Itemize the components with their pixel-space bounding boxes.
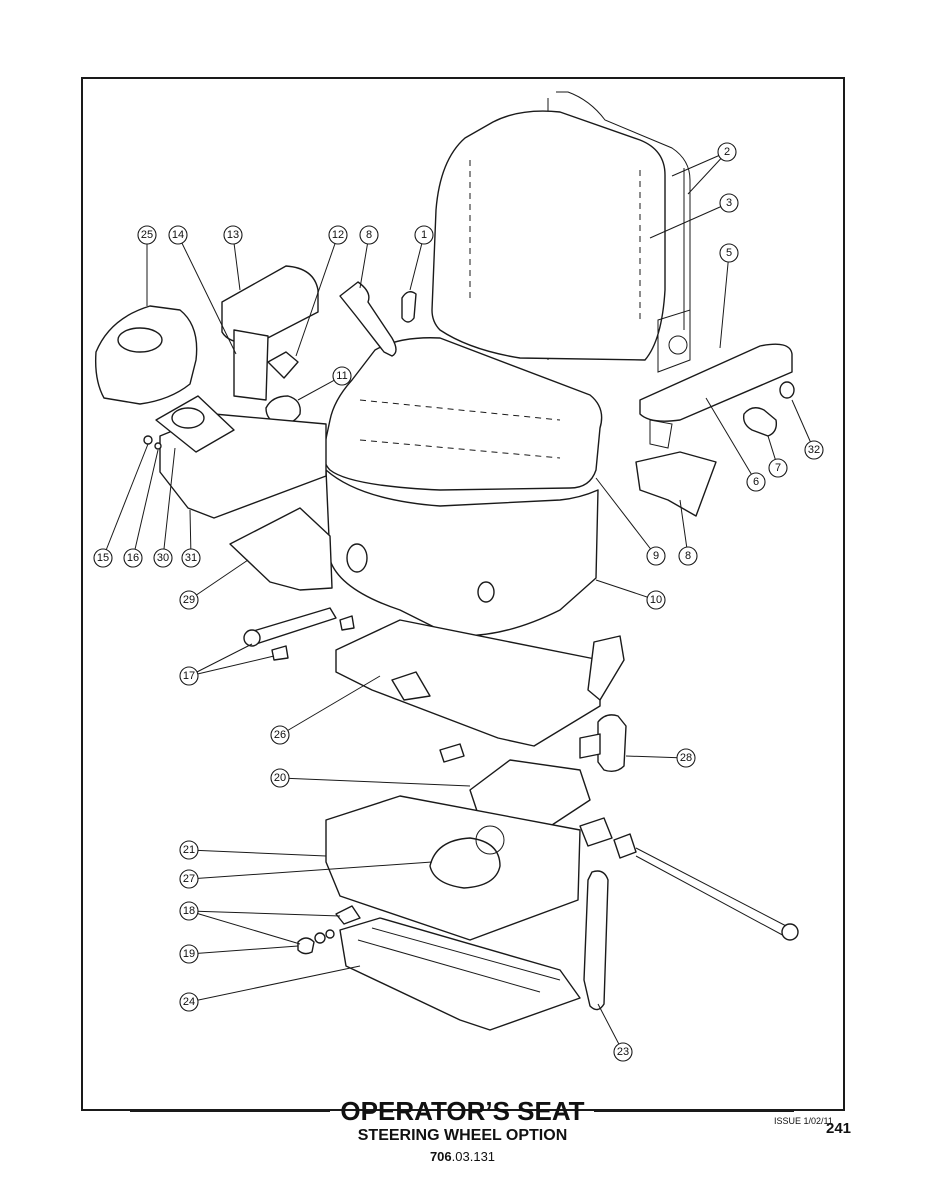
- page-number: 241: [826, 1120, 852, 1137]
- callout-30: 30: [153, 548, 173, 568]
- callout-8-top: 8: [359, 225, 379, 245]
- callout-25: 25: [137, 225, 157, 245]
- callout-6: 6: [746, 472, 766, 492]
- callout-32: 32: [804, 440, 824, 460]
- svg-text:30: 30: [157, 552, 169, 564]
- svg-text:17: 17: [183, 670, 195, 682]
- belt-clip: [401, 291, 417, 323]
- armrest-cap: [779, 381, 795, 399]
- title-rule-left: [130, 1111, 330, 1112]
- issue-label: ISSUE 1/02/11: [774, 1116, 833, 1126]
- exploded-seat-diagram: 1 2 3 5 6 7 8 8 9 10 11 12 13 14 15 16 1…: [93, 91, 824, 1062]
- tie-rod: [579, 817, 613, 847]
- right-armrest: [639, 343, 793, 422]
- seat-belt-tongue: [339, 281, 397, 357]
- svg-text:5: 5: [726, 247, 732, 259]
- mount-bracket: [229, 507, 333, 591]
- svg-text:3: 3: [726, 197, 732, 209]
- svg-text:14: 14: [172, 229, 184, 241]
- svg-text:24: 24: [183, 996, 195, 1008]
- svg-text:32: 32: [808, 444, 820, 456]
- svg-text:16: 16: [127, 552, 139, 564]
- callout-8-bottom: 8: [678, 546, 698, 566]
- callout-14: 14: [168, 225, 188, 245]
- callout-26: 26: [270, 725, 290, 745]
- title-rule-right: [594, 1111, 794, 1112]
- left-armrest-pad: [221, 265, 319, 344]
- callout-31: 31: [181, 548, 201, 568]
- svg-text:27: 27: [183, 873, 195, 885]
- slide-tray: [335, 619, 601, 747]
- svg-text:15: 15: [97, 552, 109, 564]
- seat-cushion: [322, 337, 603, 491]
- svg-text:7: 7: [775, 462, 781, 474]
- slide-rails: [339, 917, 581, 1031]
- svg-text:8: 8: [685, 550, 691, 562]
- svg-text:21: 21: [183, 844, 195, 856]
- svg-text:6: 6: [753, 476, 759, 488]
- callout-10: 10: [646, 590, 666, 610]
- svg-text:28: 28: [680, 752, 692, 764]
- callout-1: 1: [414, 225, 434, 245]
- callout-23: 23: [613, 1042, 633, 1062]
- seat-skirt: [325, 469, 599, 637]
- seat-back-cushion: [431, 110, 666, 361]
- callout-18: 18: [179, 901, 199, 921]
- callout-20: 20: [270, 768, 290, 788]
- callout-19: 19: [179, 944, 199, 964]
- page-subtitle: STEERING WHEEL OPTION: [357, 1127, 568, 1144]
- svg-text:20: 20: [274, 772, 286, 784]
- callout-12: 12: [328, 225, 348, 245]
- callout-13: 13: [223, 225, 243, 245]
- gas-strut: [249, 607, 337, 645]
- part-code: 706.03.131: [0, 1149, 925, 1164]
- control-cover: [94, 305, 198, 405]
- callout-2: 2: [717, 142, 737, 162]
- damper: [439, 743, 465, 763]
- callout-3: 3: [719, 193, 739, 213]
- part-code-rest: .03.131: [451, 1149, 496, 1164]
- callout-28: 28: [676, 748, 696, 768]
- page-title: OPERATOR’S SEAT: [340, 1096, 585, 1126]
- callout-7: 7: [768, 458, 788, 478]
- seat-switch: [597, 714, 627, 773]
- air-spring: [429, 837, 501, 889]
- armrest-knob: [742, 407, 778, 437]
- callout-27: 27: [179, 869, 199, 889]
- adjust-lever: [583, 870, 609, 1011]
- callout-24: 24: [179, 992, 199, 1012]
- svg-text:29: 29: [183, 594, 195, 606]
- svg-text:26: 26: [274, 729, 286, 741]
- callout-21: 21: [179, 840, 199, 860]
- svg-text:12: 12: [332, 229, 344, 241]
- callout-11: 11: [332, 366, 352, 386]
- svg-text:19: 19: [183, 948, 195, 960]
- diagram-frame: [81, 77, 845, 1111]
- svg-text:9: 9: [653, 550, 659, 562]
- svg-text:23: 23: [617, 1046, 629, 1058]
- svg-text:13: 13: [227, 229, 239, 241]
- svg-text:25: 25: [141, 229, 153, 241]
- callout-5: 5: [719, 243, 739, 263]
- svg-text:8: 8: [366, 229, 372, 241]
- callout-15: 15: [93, 548, 113, 568]
- callout-9: 9: [646, 546, 666, 566]
- svg-text:10: 10: [650, 594, 662, 606]
- svg-text:11: 11: [336, 370, 347, 382]
- left-armrest-bracket: [233, 329, 269, 401]
- callout-29: 29: [179, 590, 199, 610]
- svg-text:18: 18: [183, 905, 195, 917]
- svg-text:2: 2: [724, 146, 730, 158]
- callout-17: 17: [179, 666, 199, 686]
- plug-cap: [297, 937, 315, 955]
- bolt-set: [335, 905, 361, 925]
- seat-belt-buckle-right: [635, 451, 717, 517]
- svg-text:1: 1: [421, 229, 427, 241]
- svg-text:31: 31: [185, 552, 197, 564]
- callout-16: 16: [123, 548, 143, 568]
- part-code-bold: 706: [429, 1149, 452, 1164]
